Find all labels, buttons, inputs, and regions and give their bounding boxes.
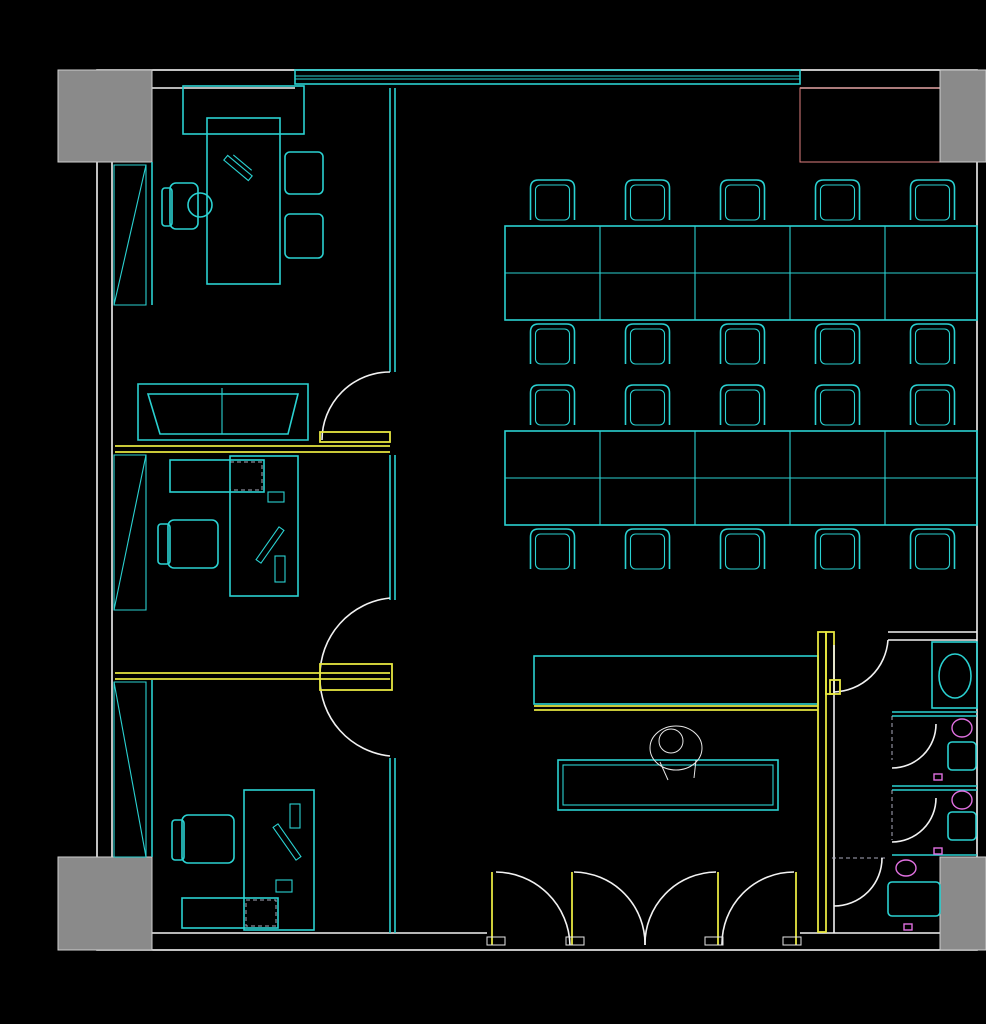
office-chair-icon: [624, 528, 671, 569]
chair-seat: [819, 328, 856, 365]
chair-seat: [914, 389, 951, 426]
chair-seat: [629, 328, 666, 365]
computer-icon: [223, 154, 253, 182]
chair-seat: [534, 328, 571, 365]
side-cabinet: [169, 459, 265, 493]
office-chair-icon: [529, 323, 576, 364]
toilet-icon: [887, 859, 941, 931]
side-cabinet: [181, 897, 279, 929]
office-chair-icon: [719, 384, 766, 425]
reception-counter: [533, 655, 819, 705]
office-chair-icon: [814, 179, 861, 220]
side-storage: [113, 164, 147, 306]
chair-seat: [724, 389, 761, 426]
reception: [533, 655, 819, 811]
side-storage: [113, 454, 147, 611]
office-chair-icon: [529, 384, 576, 425]
top-right-recess: [799, 87, 941, 163]
computer-icon: [255, 526, 285, 564]
office-chair-icon: [814, 528, 861, 569]
chair-seat: [914, 184, 951, 221]
office-chair-icon: [719, 323, 766, 364]
office-3: [113, 681, 315, 931]
executive-desk: [206, 117, 281, 285]
washbasin-icon: [931, 641, 978, 709]
restrooms: [817, 631, 978, 933]
sofa-icon: [137, 383, 309, 441]
guest-chair-icon: [284, 151, 324, 195]
chair-seat: [724, 328, 761, 365]
column-bottom-right: [939, 856, 986, 951]
top-window: [294, 69, 801, 85]
office-chair-icon: [624, 384, 671, 425]
open-workspace: [504, 179, 978, 570]
exterior-walls: [96, 69, 978, 951]
desk: [243, 789, 315, 931]
desk: [229, 455, 299, 597]
office-chair-icon: [909, 323, 956, 364]
office-doors: [319, 371, 393, 757]
private-office: [113, 85, 324, 306]
office-chair-icon: [624, 323, 671, 364]
receptionist-figure-icon: [649, 725, 703, 781]
chair-seat: [629, 533, 666, 570]
computer-icon: [272, 823, 302, 861]
office-chair-icon: [719, 528, 766, 569]
chair-seat: [724, 184, 761, 221]
desk-chair-icon: [161, 182, 213, 230]
office-2: [113, 454, 299, 611]
office-chair-icon: [529, 179, 576, 220]
chair-seat: [914, 328, 951, 365]
chair-seat: [914, 533, 951, 570]
office-chair-icon: [529, 528, 576, 569]
partitions: [115, 88, 396, 933]
back-cabinet: [182, 85, 305, 135]
chair-seat: [819, 184, 856, 221]
office-chair-icon: [814, 323, 861, 364]
lounge: [137, 383, 309, 441]
office-chair-icon: [909, 179, 956, 220]
desk-chair-icon: [157, 519, 219, 569]
toilet-icon: [933, 718, 977, 781]
chair-seat: [724, 533, 761, 570]
office-chair-icon: [909, 528, 956, 569]
office-chair-icon: [624, 179, 671, 220]
office-chair-icon: [719, 179, 766, 220]
guest-chair-icon: [284, 213, 324, 259]
chair-seat: [819, 533, 856, 570]
toilet-icon: [933, 790, 977, 855]
chair-seat: [534, 184, 571, 221]
column-top-right: [939, 69, 986, 163]
office-chair-icon: [814, 384, 861, 425]
chair-seat: [534, 389, 571, 426]
desk-chair-icon: [171, 814, 235, 864]
column-top-left: [57, 69, 153, 163]
entrance-doors: [486, 871, 802, 946]
column-bottom-left: [57, 856, 153, 951]
chair-seat: [534, 533, 571, 570]
reception-desk: [557, 759, 779, 811]
chair-seat: [629, 389, 666, 426]
chair-seat: [629, 184, 666, 221]
chair-seat: [819, 389, 856, 426]
office-chair-icon: [909, 384, 956, 425]
